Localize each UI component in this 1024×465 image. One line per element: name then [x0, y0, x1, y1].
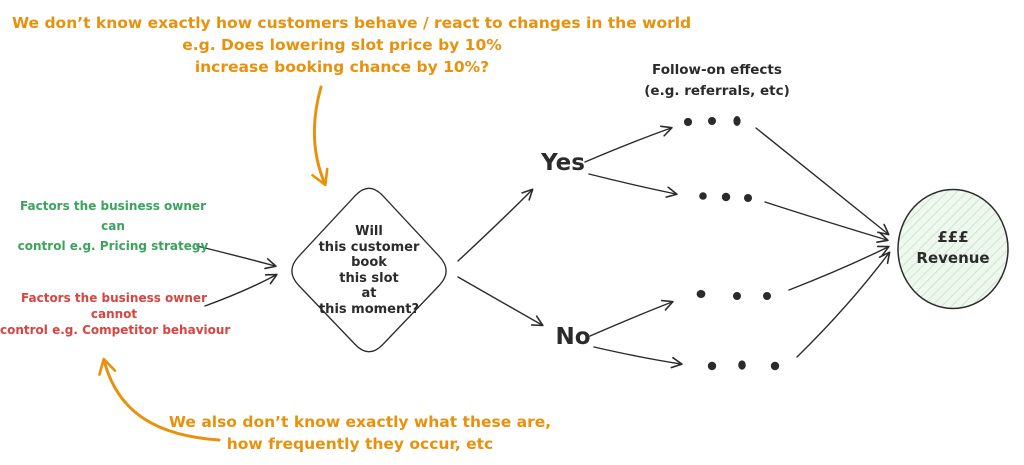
uncontrollable-line-2: cannot — [90, 307, 138, 321]
arrow-decision-to-yes — [457, 188, 534, 262]
arrow-bottom-note-to-factors — [98, 357, 221, 442]
ellipsis-node-1 — [683, 116, 741, 127]
ellipsis-node-3 — [696, 290, 771, 300]
arrow-effects3-to-revenue — [788, 245, 890, 291]
revenue-line-1: £££ — [937, 228, 969, 246]
no-branch-label: No — [555, 324, 591, 350]
follow-on-effects-label: Follow-on effects (e.g. referrals, etc) — [628, 60, 806, 102]
yes-branch-label: Yes — [541, 150, 585, 176]
arrow-top-note-to-decision — [311, 85, 329, 187]
uncontrollable-factors-note: Factors the business owner cannot contro… — [0, 290, 231, 338]
follow-on-line-1: Follow-on effects — [652, 62, 782, 78]
controllable-line-1: Factors the business owner — [20, 199, 206, 213]
controllable-factors-note: Factors the business owner can control e… — [13, 196, 213, 256]
ellipsis-node-2 — [699, 192, 752, 202]
bottom-note-line-1: We also don’t know exactly what these ar… — [168, 413, 552, 431]
arrow-no-to-effects-3 — [589, 299, 674, 337]
arrow-effects2-to-revenue — [764, 201, 889, 244]
revenue-node-label: £££ Revenue — [901, 227, 1005, 269]
decision-line-2: this customer — [318, 239, 420, 255]
arrow-uncontrollable-to-decision — [204, 273, 278, 307]
decision-diamond — [291, 187, 447, 353]
decision-line-6: this moment? — [318, 301, 420, 317]
controllable-line-2: can — [101, 219, 125, 233]
decision-line-3: book — [351, 255, 387, 270]
decision-line-5: at — [361, 286, 377, 301]
decision-line-4: this slot — [339, 270, 399, 286]
arrow-controllable-to-decision — [196, 245, 277, 270]
arrow-decision-to-no — [457, 276, 544, 327]
decision-node-label: Will this customer book this slot at thi… — [289, 224, 449, 317]
arrow-no-to-effects-4 — [593, 346, 683, 369]
uncontrollable-line-1: Factors the business owner — [21, 291, 207, 305]
revenue-circle — [897, 188, 1009, 310]
arrow-yes-to-effects-2 — [588, 173, 678, 198]
top-uncertainty-note: We don’t know exactly how customers beha… — [12, 12, 692, 78]
bottom-note-line-2: how frequently they occur, etc — [226, 435, 494, 453]
top-note-line-1: We don’t know exactly how customers beha… — [12, 14, 692, 32]
uncontrollable-line-3: control e.g. Competitor behaviour — [0, 323, 231, 337]
top-note-line-3: increase booking chance by 10%? — [194, 58, 490, 76]
arrow-effects4-to-revenue — [796, 251, 891, 358]
arrow-yes-to-effects-1 — [584, 125, 673, 163]
arrow-effects1-to-revenue — [755, 127, 890, 236]
bottom-uncertainty-note: We also don’t know exactly what these ar… — [30, 411, 690, 455]
decision-line-1: Will — [355, 224, 383, 239]
controllable-line-3: control e.g. Pricing strategy — [17, 239, 209, 253]
ellipsis-node-4 — [707, 360, 780, 371]
revenue-line-2: Revenue — [916, 249, 990, 267]
top-note-line-2: e.g. Does lowering slot price by 10% — [182, 36, 502, 54]
follow-on-line-2: (e.g. referrals, etc) — [644, 83, 790, 99]
